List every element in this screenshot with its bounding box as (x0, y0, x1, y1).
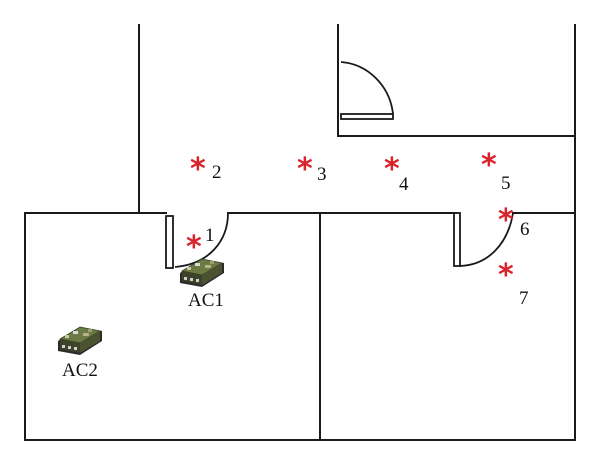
marker-label: 6 (520, 219, 530, 240)
asterisk-icon: * (186, 230, 202, 265)
door-swing-arc (174, 212, 229, 268)
asterisk-icon: * (297, 152, 313, 187)
marker-5: * 5 (481, 148, 511, 194)
door-leaf (340, 113, 394, 120)
door-swing-arc (459, 212, 514, 267)
marker-label: 1 (205, 225, 215, 246)
marker-1: * 1 (186, 225, 215, 265)
door-3 (340, 61, 394, 120)
access-point-device-icon (57, 326, 103, 356)
door-leaf (453, 212, 461, 267)
marker-label: 2 (212, 162, 222, 183)
door-swing-arc (340, 61, 394, 115)
asterisk-icon: * (190, 152, 206, 187)
marker-3: * 3 (297, 152, 327, 187)
marker-label: 7 (519, 288, 529, 309)
door-leaf (165, 215, 174, 269)
device-label: AC2 (62, 360, 98, 381)
door-1 (165, 212, 229, 269)
device-ac2: AC2 (57, 326, 103, 381)
asterisk-icon: * (384, 152, 400, 187)
marker-label: 4 (399, 174, 409, 195)
asterisk-icon: * (498, 203, 514, 238)
marker-7: * 7 (498, 258, 529, 309)
marker-6: * 6 (498, 203, 530, 240)
device-ac1: AC1 (179, 258, 225, 311)
marker-label: 3 (317, 164, 327, 185)
asterisk-icon: * (498, 258, 514, 293)
marker-label: 5 (501, 173, 511, 194)
marker-2: * 2 (190, 152, 222, 187)
marker-4: * 4 (384, 152, 409, 195)
device-label: AC1 (188, 290, 224, 311)
asterisk-icon: * (481, 148, 497, 183)
walls (24, 24, 576, 441)
door-2 (453, 212, 514, 267)
